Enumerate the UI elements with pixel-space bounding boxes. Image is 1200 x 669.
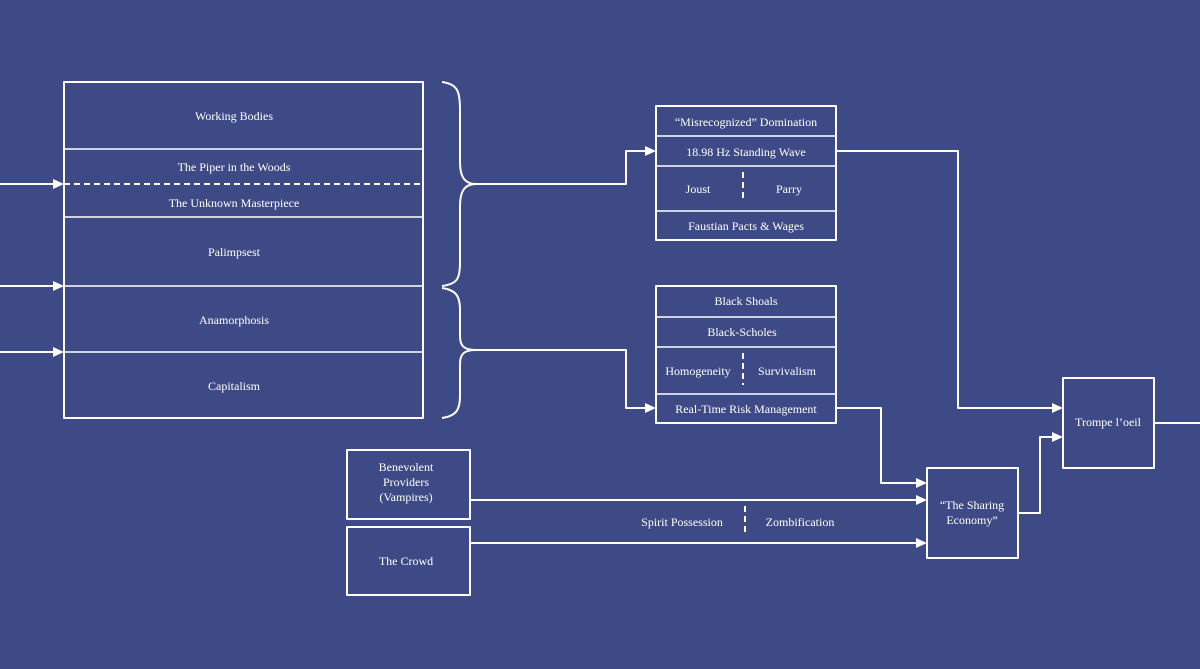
label-standing-wave: 18.98 Hz Standing Wave (686, 145, 805, 159)
upper-box: “Misrecognized” Domination 18.98 Hz Stan… (655, 105, 837, 241)
connector-sharing (1018, 432, 1063, 514)
left-stack: Working Bodies The Piper in the Woods Th… (63, 81, 424, 419)
label-anamorphosis: Anamorphosis (199, 313, 269, 327)
benevolent-frame (346, 449, 471, 520)
lower-brace (441, 287, 477, 419)
connector-line (1018, 436, 1054, 514)
upper-brace (441, 81, 477, 287)
label-benevolent-1: Benevolent (379, 460, 434, 474)
label-faustian: Faustian Pacts & Wages (688, 219, 804, 233)
label-risk: Real-Time Risk Management (675, 402, 817, 416)
label-spirit: Spirit Possession (641, 515, 723, 529)
crowd-box: The Crowd (346, 526, 471, 596)
arrowhead-icon (916, 478, 927, 488)
connector-line (836, 150, 1054, 409)
arrowhead-icon (916, 495, 927, 505)
label-zombification: Zombification (766, 515, 835, 529)
label-palimpsest: Palimpsest (208, 245, 261, 259)
connector-line (836, 407, 918, 484)
arrowhead-icon (53, 347, 64, 357)
sharing-box: “The Sharing Economy” (926, 467, 1019, 559)
label-masterpiece: The Unknown Masterpiece (169, 196, 300, 210)
label-trompe: Trompe l’oeil (1075, 415, 1142, 429)
arrowhead-icon (645, 146, 656, 156)
arrowhead-icon (645, 403, 656, 413)
lower-box-frame (655, 285, 837, 424)
connector-line (476, 349, 647, 409)
left-stack-frame (63, 81, 424, 419)
label-working-bodies: Working Bodies (195, 109, 273, 123)
label-capitalism: Capitalism (208, 379, 261, 393)
connector-upper (476, 146, 656, 185)
label-crowd: The Crowd (379, 554, 433, 568)
label-black-scholes: Black-Scholes (707, 325, 777, 339)
label-sharing-2: Economy” (946, 513, 997, 527)
label-benevolent-2: Providers (383, 475, 429, 489)
arrowhead-icon (916, 538, 927, 548)
trompe-box: Trompe l’oeil (1062, 377, 1155, 469)
arrowhead-icon (1052, 432, 1063, 442)
upper-box-frame (655, 105, 837, 241)
connector-standing-wave (836, 150, 1063, 413)
arrowhead-icon (53, 179, 64, 189)
benevolent-box: Benevolent Providers (Vampires) (346, 449, 471, 520)
label-homogeneity: Homogeneity (665, 364, 730, 378)
label-piper: The Piper in the Woods (178, 160, 291, 174)
label-joust: Joust (686, 182, 711, 196)
label-survivalism: Survivalism (758, 364, 817, 378)
connector-line (476, 150, 647, 185)
arrowhead-icon (53, 281, 64, 291)
label-misrecognized: “Misrecognized” Domination (675, 115, 817, 129)
label-sharing-1: “The Sharing (940, 498, 1004, 512)
crowd-frame (346, 526, 471, 596)
bottom-arrows: Spirit Possession Zombification (470, 495, 927, 548)
connector-lower (476, 349, 656, 413)
label-benevolent-3: (Vampires) (379, 490, 432, 504)
lower-box: Black Shoals Black-Scholes Homogeneity S… (655, 285, 837, 424)
connector-risk (836, 407, 927, 488)
braces (441, 81, 477, 419)
label-black-shoals: Black Shoals (715, 294, 778, 308)
arrowhead-icon (1052, 403, 1063, 413)
incoming-arrows (0, 179, 64, 357)
label-parry: Parry (776, 182, 802, 196)
